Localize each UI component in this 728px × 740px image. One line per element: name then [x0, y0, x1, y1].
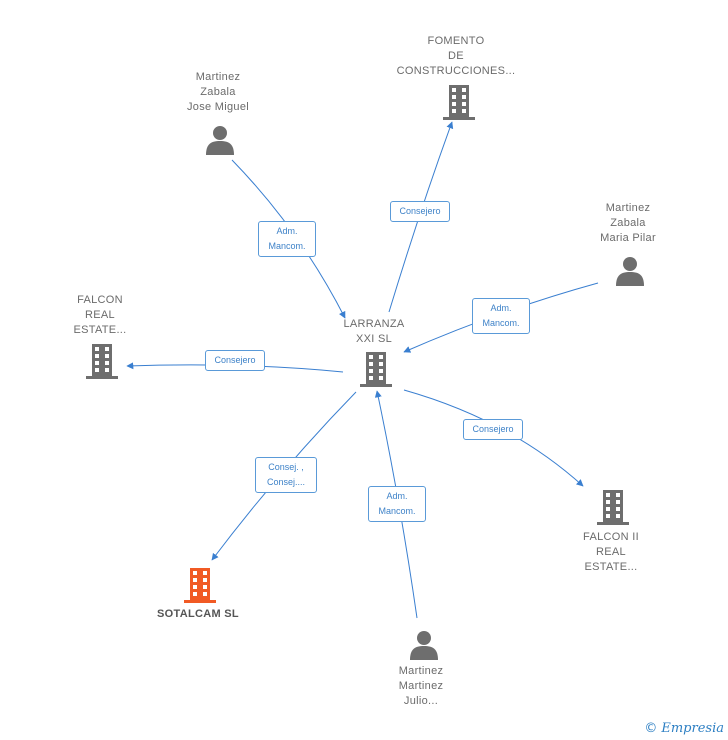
node-label-falcon-real[interactable]: FALCON REAL ESTATE... — [30, 293, 170, 338]
name-line: ESTATE... — [73, 324, 127, 336]
building-icon[interactable] — [443, 85, 475, 120]
name-line: LARRANZA — [343, 318, 405, 330]
edge-label-larranza-falcon-real[interactable]: Consejero — [205, 350, 265, 371]
name-line: CONSTRUCCIONES... — [396, 65, 516, 77]
name-line: FALCON II — [583, 531, 639, 543]
name-line: Martinez — [398, 665, 444, 677]
brand-footer: ©Empresia — [644, 721, 724, 736]
node-label-sotalcam[interactable]: SOTALCAM SL — [128, 607, 268, 622]
edge-label-line: Consejero — [472, 424, 514, 434]
edge-label-line: Adm. — [386, 491, 408, 501]
building-icon[interactable] — [360, 352, 392, 387]
edge-label-larranza-fomento[interactable]: Consejero — [390, 201, 450, 222]
name-line: SOTALCAM SL — [157, 608, 239, 620]
name-line: ESTATE... — [584, 561, 638, 573]
name-line: FOMENTO — [427, 35, 485, 47]
edge-label-line: Mancom. — [378, 506, 416, 516]
building-icon-highlighted[interactable] — [184, 568, 216, 603]
person-icon[interactable] — [615, 256, 645, 286]
edge-label-larranza-sotalcam[interactable]: Consej. , Consej.... — [255, 457, 317, 493]
edge-label-line: Consejero — [214, 355, 256, 365]
edge-label-jose-larranza[interactable]: Adm. Mancom. — [258, 221, 316, 257]
name-line: XXI SL — [355, 333, 393, 345]
edge-label-larranza-falcon-ii[interactable]: Consejero — [463, 419, 523, 440]
name-line: Zabala — [610, 217, 646, 229]
name-line: Zabala — [200, 86, 236, 98]
node-label-martinez-maria[interactable]: Martinez Zabala Maria Pilar — [558, 201, 698, 246]
brand-logo: Empresia — [661, 721, 724, 736]
person-icon[interactable] — [409, 630, 439, 660]
name-line: REAL — [596, 546, 626, 558]
node-label-fomento[interactable]: FOMENTO DE CONSTRUCCIONES... — [386, 34, 526, 79]
name-line: Maria Pilar — [600, 232, 656, 244]
copyright-symbol: © — [644, 721, 658, 736]
edge-label-maria-larranza[interactable]: Adm. Mancom. — [472, 298, 530, 334]
name-line: FALCON — [77, 294, 123, 306]
name-line: Jose Miguel — [187, 101, 249, 113]
edge-label-line: Consej.... — [266, 477, 306, 487]
node-label-larranza[interactable]: LARRANZA XXI SL — [304, 317, 444, 347]
edge-label-line: Mancom. — [482, 318, 520, 328]
building-icon[interactable] — [86, 344, 118, 379]
person-icon[interactable] — [205, 125, 235, 155]
name-line: Julio... — [403, 695, 439, 707]
edge-label-line: Adm. — [490, 303, 512, 313]
edge-label-julio-larranza[interactable]: Adm. Mancom. — [368, 486, 426, 522]
node-label-falcon-ii[interactable]: FALCON II REAL ESTATE... — [541, 530, 681, 575]
name-line: REAL — [85, 309, 115, 321]
edge-label-line: Consej. , — [268, 462, 304, 472]
building-icon[interactable] — [597, 490, 629, 525]
edge-label-line: Consejero — [399, 206, 441, 216]
edge-label-line: Adm. — [276, 226, 298, 236]
node-label-martinez-julio[interactable]: Martinez Martinez Julio... — [351, 664, 491, 709]
node-label-martinez-jose[interactable]: Martinez Zabala Jose Miguel — [148, 70, 288, 115]
name-line: DE — [448, 50, 464, 62]
name-line: Martinez — [398, 680, 444, 692]
name-line: Martinez — [605, 202, 651, 214]
name-line: Martinez — [195, 71, 241, 83]
edge-label-line: Mancom. — [268, 241, 306, 251]
